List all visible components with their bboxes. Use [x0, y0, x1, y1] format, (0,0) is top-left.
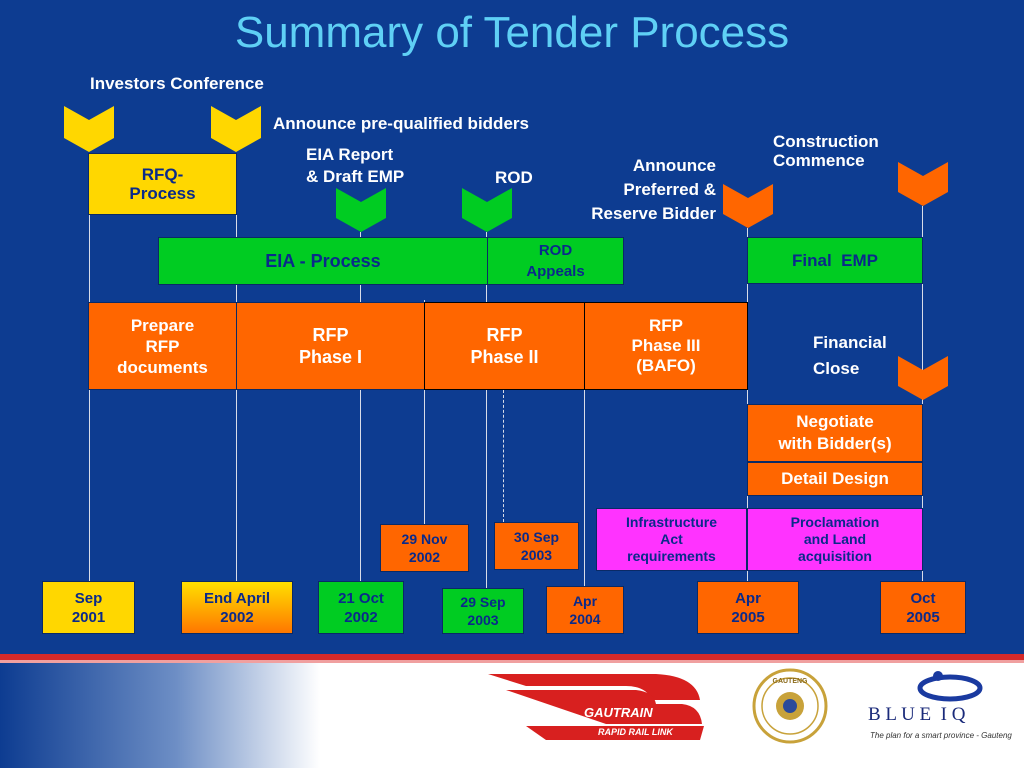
- date-29-sep-2003: 29 Sep 2003: [442, 588, 524, 634]
- detail-design-box: Detail Design: [747, 462, 923, 496]
- blueiq-swirl-icon: [917, 671, 983, 702]
- timeline-line: [360, 232, 361, 582]
- rfp-phase-2-box: RFP Phase II: [424, 302, 585, 390]
- negotiate-box: Negotiate with Bidder(s): [747, 404, 923, 462]
- page-title: Summary of Tender Process: [234, 8, 790, 57]
- date-apr-2005: Apr 2005: [697, 581, 799, 634]
- date-30-sep-2003: 30 Sep 2003: [494, 522, 579, 570]
- rod-appeals-box: ROD Appeals: [487, 237, 624, 285]
- timeline-line: [584, 390, 585, 586]
- rapid-rail-link-text: RAPID RAIL LINK: [598, 727, 673, 737]
- prepare-rfp-box: Prepare RFP documents: [88, 302, 237, 390]
- eia-report-label: EIA Report & Draft EMP: [306, 145, 405, 186]
- date-sep-2001: Sep 2001: [42, 581, 135, 634]
- announce-preferred-label: Announce Preferred & Reserve Bidder: [591, 156, 716, 223]
- orange-milestone-marker: [898, 356, 948, 400]
- orange-milestone-marker: [898, 162, 948, 206]
- infrastructure-act-box: Infrastructure Act requirements: [596, 508, 747, 571]
- footer-divider-light: [0, 660, 1024, 663]
- blueiq-tagline: The plan for a smart province - Gauteng: [870, 731, 1012, 740]
- timeline-dashed-line: [503, 390, 504, 522]
- gautrain-logo-text: GAUTRAIN: [584, 705, 653, 720]
- date-apr-2004: Apr 2004: [546, 586, 624, 634]
- date-end-april-2002: End April 2002: [181, 581, 293, 634]
- yellow-milestone-marker: [211, 106, 261, 152]
- date-21-oct-2002: 21 Oct 2002: [318, 581, 404, 634]
- date-oct-2005: Oct 2005: [880, 581, 966, 634]
- gautrain-logo: [488, 674, 704, 740]
- rfq-process-box: RFQ- Process: [88, 153, 237, 215]
- footer-divider: [0, 654, 1024, 660]
- proclamation-box: Proclamation and Land acquisition: [747, 508, 923, 571]
- gauteng-seal-logo: [752, 668, 828, 744]
- rfp-phase-1-box: RFP Phase I: [236, 302, 425, 390]
- eia-process-box: EIA - Process: [158, 237, 488, 285]
- investors-conference-label: Investors Conference: [90, 74, 264, 93]
- blueiq-logo-text: B L U E I Q: [868, 704, 966, 725]
- announce-prequalified-label: Announce pre-qualified bidders: [273, 114, 529, 133]
- timeline-line: [89, 215, 90, 581]
- yellow-milestone-marker: [64, 106, 114, 152]
- rfp-phase-3-box: RFP Phase III (BAFO): [584, 302, 748, 390]
- date-29-nov-2002: 29 Nov 2002: [380, 524, 469, 572]
- financial-close-label: Financial Close: [813, 333, 887, 378]
- timeline-line: [424, 300, 425, 524]
- construction-commence-label: Construction Commence: [773, 132, 879, 170]
- final-emp-box: Final EMP: [747, 237, 923, 284]
- timeline-line: [486, 232, 487, 588]
- rod-label: ROD: [495, 168, 533, 187]
- orange-milestone-marker: [723, 184, 773, 228]
- footer-gradient: [0, 656, 320, 768]
- green-milestone-marker: [462, 188, 512, 232]
- gauteng-seal-text: GAUTENG: [772, 678, 808, 685]
- green-milestone-marker: [336, 188, 386, 232]
- timeline-line: [236, 215, 237, 581]
